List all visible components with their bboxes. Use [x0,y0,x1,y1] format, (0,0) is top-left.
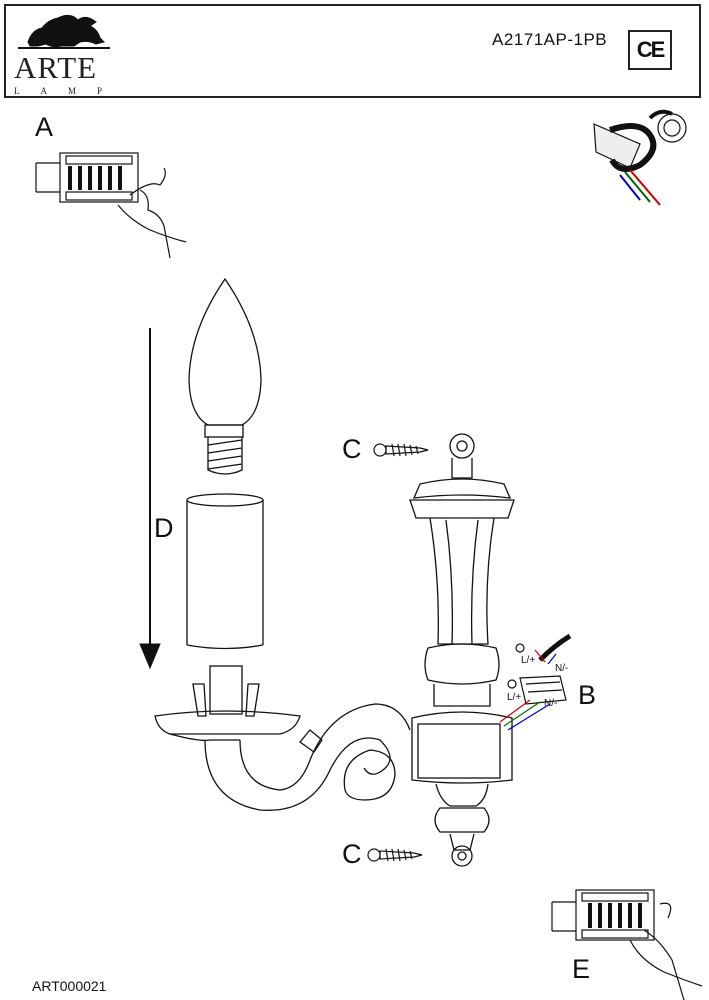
live-label-top: L/+ [521,655,536,666]
step-label-a: A [35,112,54,142]
header-frame [4,4,701,98]
brand-name: ARTE [14,50,98,85]
terminal-block-a [35,152,187,259]
terminal-block-e [551,889,703,1000]
wiring-connector-b [499,633,572,731]
lion-logo-icon [18,14,110,49]
step-label-d: D [154,513,174,543]
screw-bottom-icon [367,848,423,862]
step-label-c-top: C [342,434,362,464]
socket-cup-icon [154,665,301,742]
step-label-c-bottom: C [342,839,362,869]
assembly-arrow-icon [139,328,161,670]
step-label-b: B [578,680,597,710]
model-number: A2171AP-1PB [492,30,608,49]
neutral-label-top: N/- [555,663,569,674]
wire-connector-icon [593,109,687,206]
brand-subtitle: LAMP [14,86,124,96]
candle-sleeve-icon [186,493,264,650]
screw-top-icon [373,443,429,457]
neutral-label-bottom: N/- [544,698,558,709]
wall-bracket-icon [409,433,515,867]
live-label-bottom: L/+ [507,692,522,703]
scroll-arm-icon [204,703,411,811]
candle-bulb-icon [188,277,262,475]
ce-mark-icon: CE [628,30,672,70]
step-label-e: E [572,954,591,984]
document-code: ART000021 [32,978,107,994]
